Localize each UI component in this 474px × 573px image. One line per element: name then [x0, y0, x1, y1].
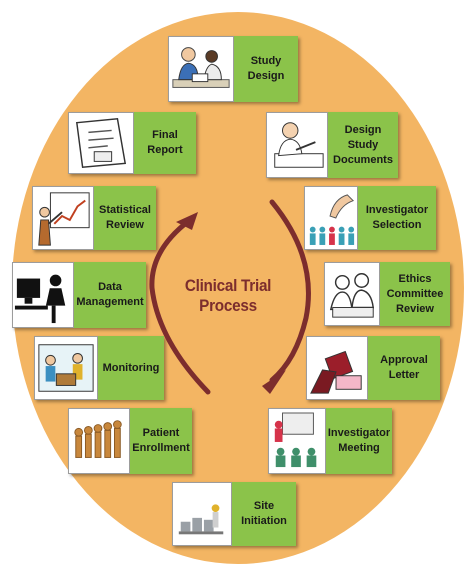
step-final-report: Final Report	[68, 112, 196, 174]
queue-of-people-icon	[68, 408, 130, 474]
hand-with-letter-icon	[306, 336, 368, 400]
person-pointing-chart-icon	[32, 186, 94, 250]
step-investigator-selection: Investigator Selection	[304, 186, 436, 250]
person-writing-icon	[266, 112, 328, 178]
step-patient-enrollment: Patient Enrollment	[68, 408, 192, 474]
step-label: Monitoring	[98, 336, 164, 400]
step-label: Investigator Meeting	[326, 408, 392, 474]
step-label: Study Design	[234, 36, 298, 102]
site-construction-icon	[172, 482, 232, 546]
step-design-study-documents: Design Study Documents	[266, 112, 398, 178]
presentation-meeting-icon	[268, 408, 326, 474]
monitoring-team-icon	[34, 336, 98, 400]
step-label: Statistical Review	[94, 186, 156, 250]
report-document-icon	[68, 112, 134, 174]
step-label: Design Study Documents	[328, 112, 398, 178]
step-ethics-committee-review: Ethics Committee Review	[324, 262, 450, 326]
step-approval-letter: Approval Letter	[306, 336, 440, 400]
step-label: Final Report	[134, 112, 196, 174]
step-data-management: Data Management	[12, 262, 146, 328]
hand-selecting-figure-icon	[304, 186, 358, 250]
step-investigator-meeting: Investigator Meeting	[268, 408, 392, 474]
step-label: Data Management	[74, 262, 146, 328]
step-monitoring: Monitoring	[34, 336, 164, 400]
step-label: Approval Letter	[368, 336, 440, 400]
people-studying-icon	[168, 36, 234, 102]
step-label: Ethics Committee Review	[380, 262, 450, 326]
step-label: Investigator Selection	[358, 186, 436, 250]
step-site-initiation: Site Initiation	[172, 482, 296, 546]
step-label: Site Initiation	[232, 482, 296, 546]
step-study-design: Study Design	[168, 36, 298, 102]
person-at-computer-icon	[12, 262, 74, 328]
step-label: Patient Enrollment	[130, 408, 192, 474]
step-statistical-review: Statistical Review	[32, 186, 156, 250]
diagram-title: Clinical Trial Process	[184, 276, 272, 315]
people-reviewing-icon	[324, 262, 380, 326]
